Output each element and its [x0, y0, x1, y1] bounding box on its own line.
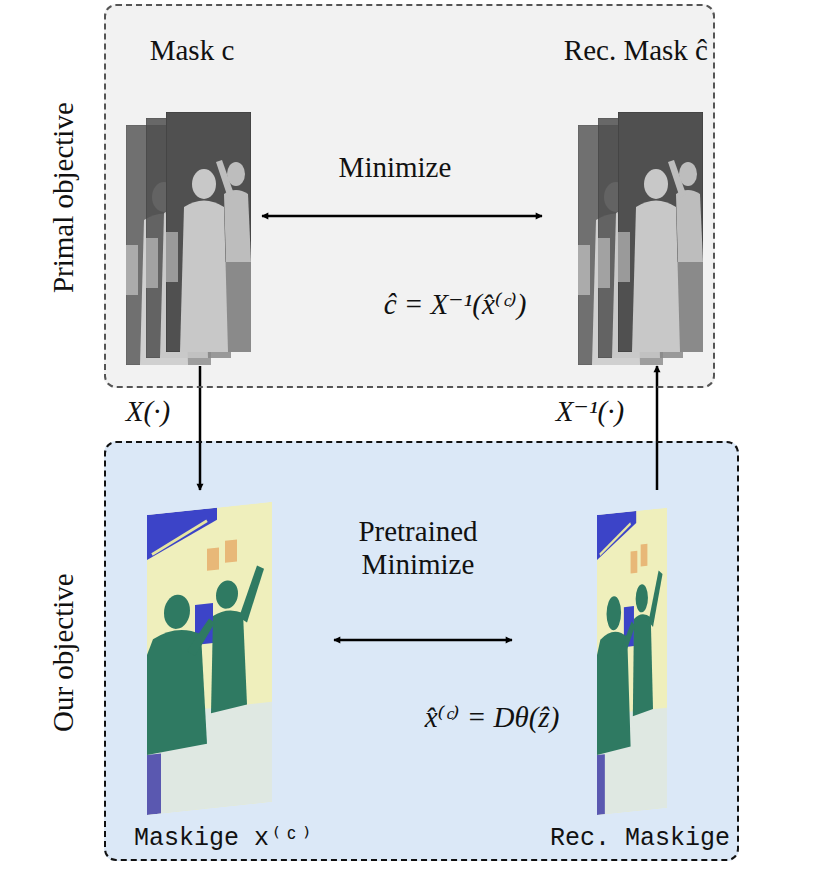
- edge-label: X(·): [126, 395, 170, 428]
- formula: ĉ = X⁻¹(x̂⁽ᶜ⁾): [384, 288, 527, 321]
- edge-label: Pretrained Minimize: [338, 515, 498, 582]
- arrow: [199, 366, 202, 490]
- arrow: [334, 639, 512, 642]
- image-caption: Rec. Mask ĉ: [564, 34, 708, 67]
- objective-panel: Our objectiveMaskige x⁽ᶜ⁾Rec. Maskige: [104, 441, 739, 861]
- panel-title: Our objective: [46, 574, 79, 733]
- arrow: [262, 215, 542, 218]
- objective-panel: Primal objectiveMask cRec. Mask ĉ: [104, 4, 715, 388]
- image-node: Maskige x⁽ᶜ⁾: [114, 490, 334, 858]
- image-node: Mask c: [122, 30, 262, 366]
- image-node: Rec. Maskige: [512, 490, 734, 858]
- image-node: Rec. Mask ĉ: [542, 30, 712, 366]
- edge-label: Minimize: [339, 151, 452, 184]
- image-caption: Rec. Maskige: [550, 825, 730, 854]
- arrow: [656, 366, 659, 490]
- image-caption: Maskige x⁽ᶜ⁾: [134, 825, 314, 854]
- edge-label: X⁻¹(·): [556, 395, 624, 428]
- formula: x̂⁽ᶜ⁾ = Dθ(ẑ): [425, 701, 560, 734]
- image-caption: Mask c: [150, 34, 235, 67]
- panel-title: Primal objective: [46, 103, 79, 294]
